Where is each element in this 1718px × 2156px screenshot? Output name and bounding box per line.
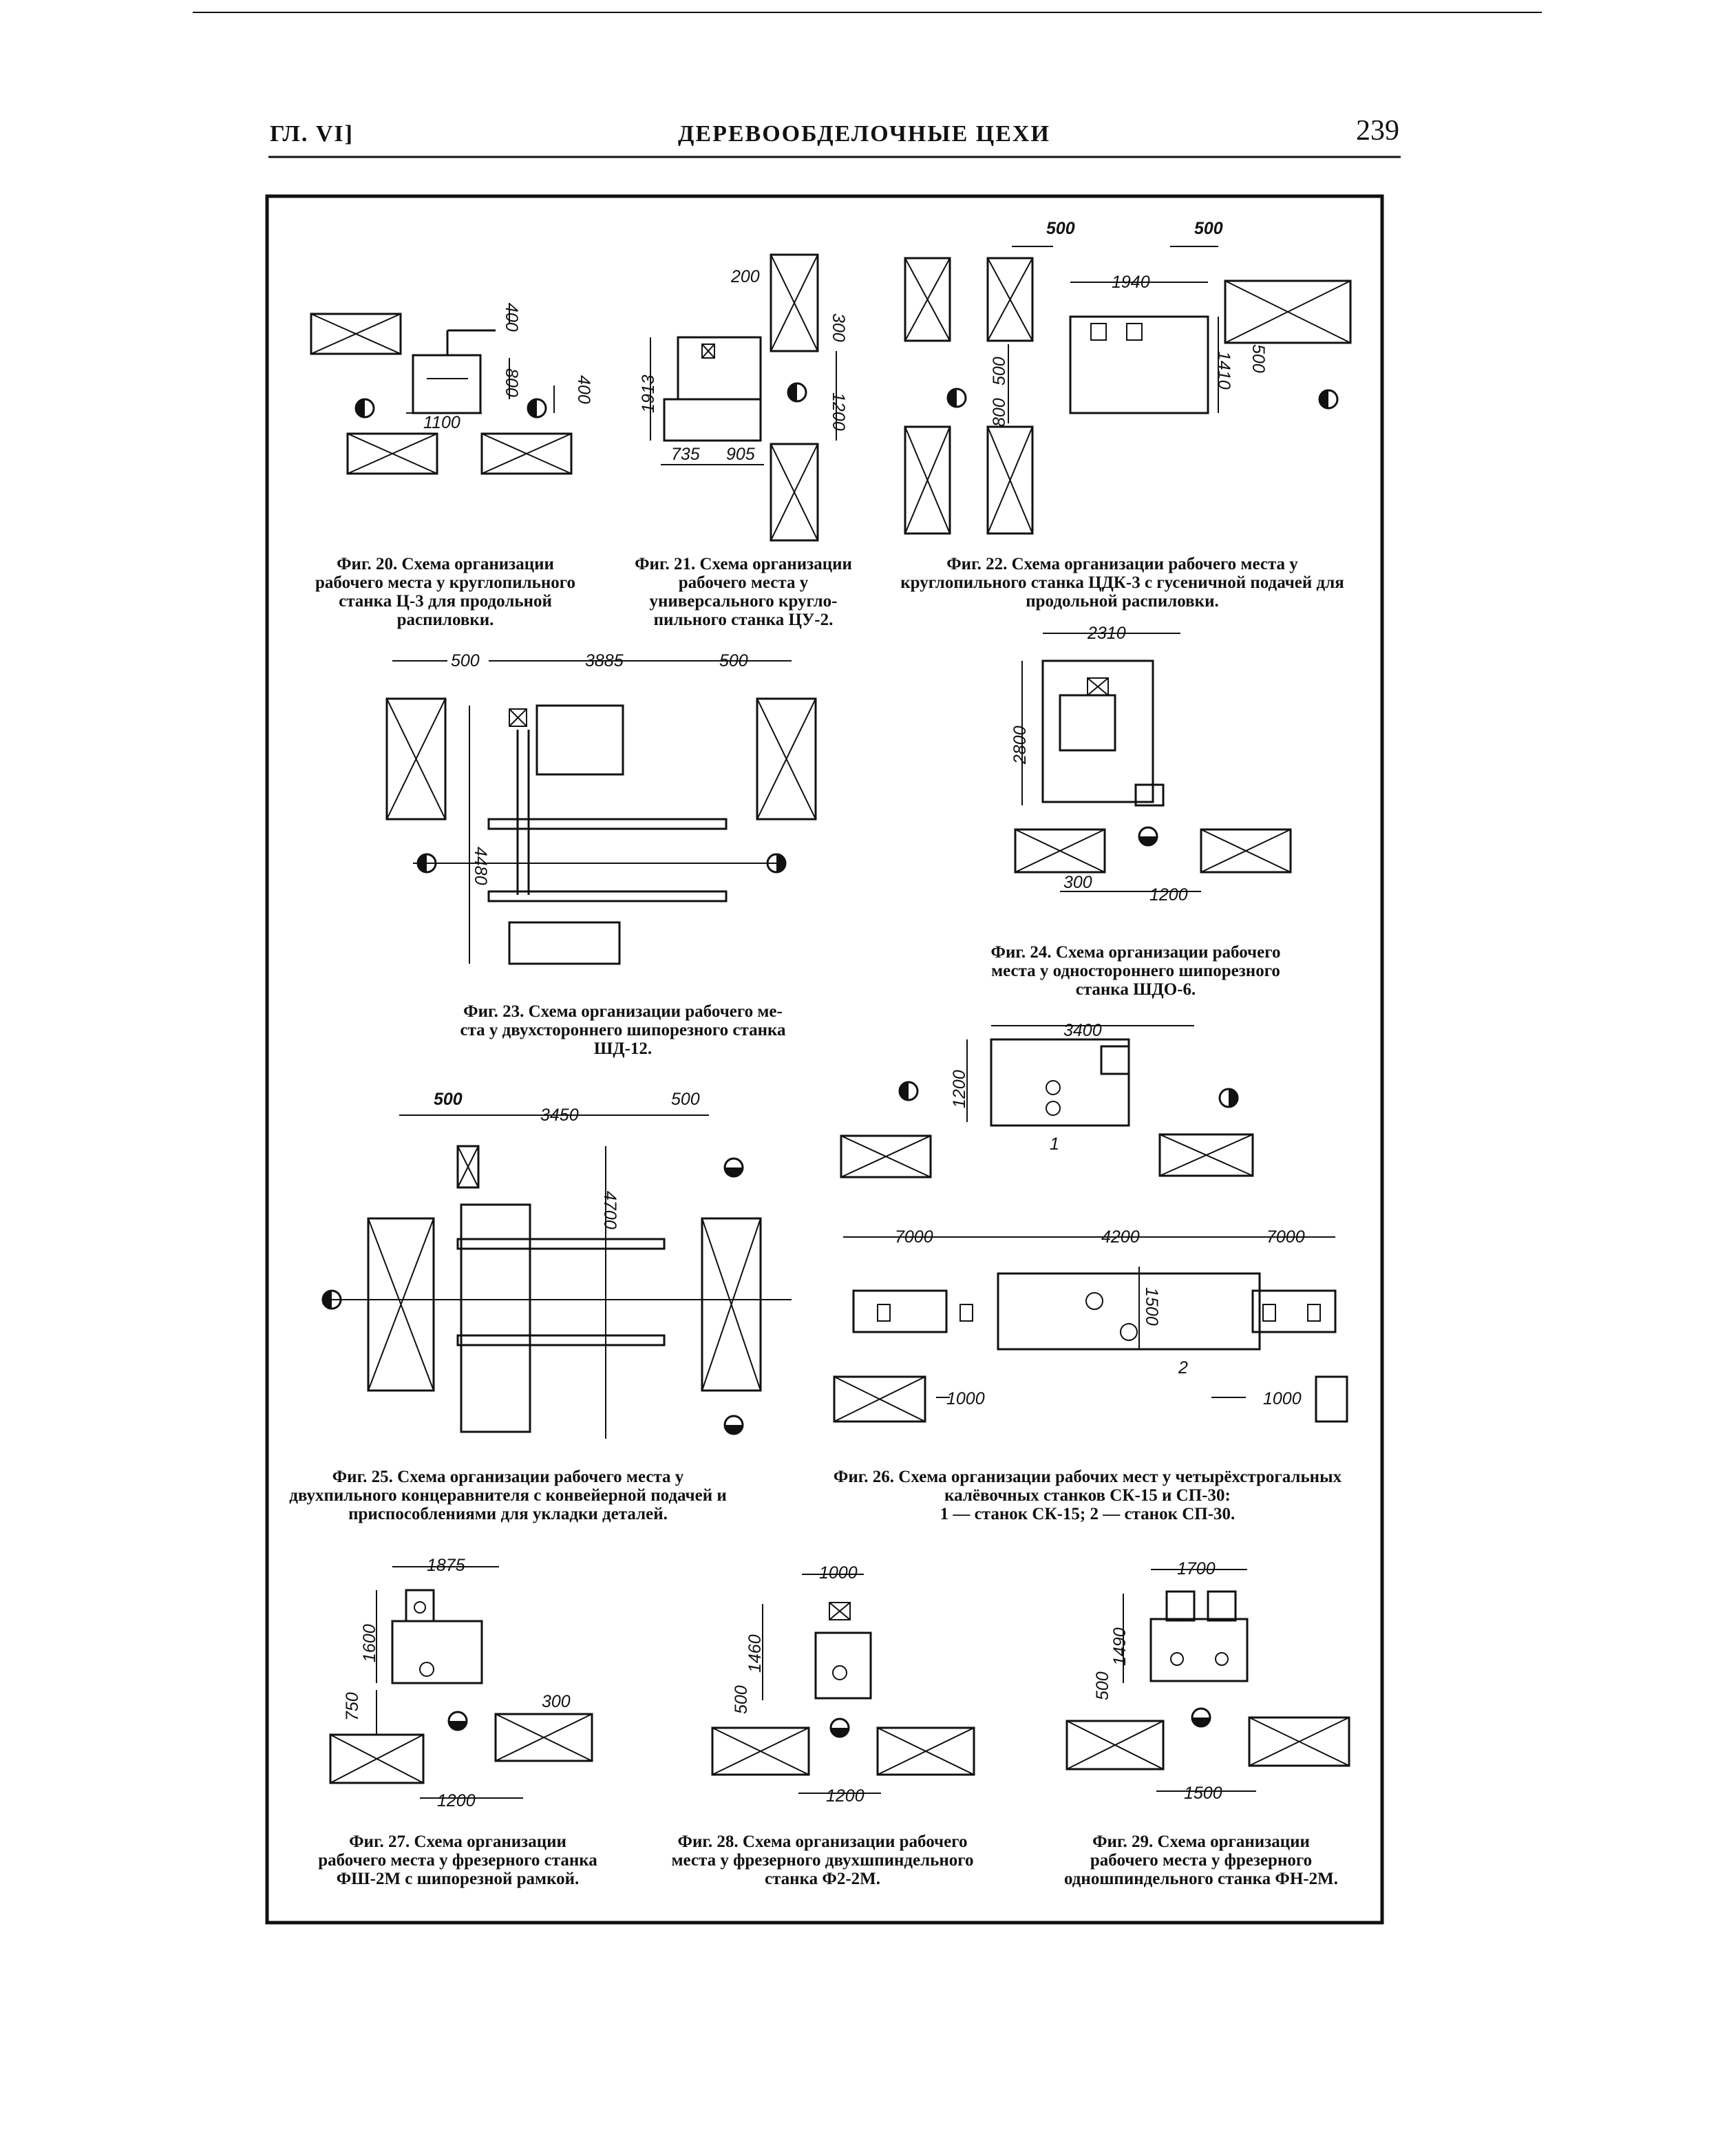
- fig25-dim-500b: 500: [671, 1090, 700, 1109]
- fig26-dim-1000a: 1000: [946, 1389, 985, 1408]
- fig28-dim-1200: 1200: [826, 1786, 865, 1806]
- fig21-drawing: 200 300 1913 1200 735 905: [639, 253, 848, 542]
- fig27-drawing: 1875 1600 750 300 1200: [329, 1556, 593, 1810]
- fig29-dim-500: 500: [1093, 1671, 1112, 1700]
- fig26-dim-1200: 1200: [950, 1070, 969, 1108]
- fig28-dim-1000: 1000: [819, 1563, 858, 1583]
- fig26-label-1: 1: [1050, 1134, 1059, 1154]
- fig27-dim-1875: 1875: [427, 1556, 465, 1575]
- fig26-caption-line1: Фиг. 26. Схема организации рабочих мест …: [833, 1468, 1342, 1505]
- fig26-dim-4200: 4200: [1101, 1227, 1140, 1247]
- fig27-dim-1600: 1600: [360, 1624, 379, 1662]
- figures-frame: [265, 194, 1384, 1925]
- fig23-drawing: 500 3885 500 4480: [385, 651, 817, 965]
- fig26-drawing: 3400 1200 1 7000 4200 7000 1500 2 1000 1…: [833, 1021, 1348, 1423]
- fig26-dim-1000b: 1000: [1263, 1389, 1302, 1408]
- fig28-dim-500: 500: [732, 1685, 751, 1714]
- fig23-caption: Фиг. 23. Схема организации рабочего ме­с…: [460, 1002, 786, 1058]
- fig28-drawing: 1000 1460 500 1200: [711, 1563, 975, 1806]
- fig26-caption-line2: 1 — станок СК-15; 2 — станок СП-30.: [940, 1505, 1236, 1523]
- fig22-dim-500c: 500: [990, 357, 1009, 385]
- fig25-dim-3450: 3450: [540, 1106, 579, 1125]
- fig26-dim-1500: 1500: [1142, 1287, 1161, 1326]
- fig23-dim-3885: 3885: [585, 651, 624, 670]
- page-number: 239: [1356, 115, 1399, 147]
- fig29-caption: Фиг. 29. Схема организа­ции рабочего мес…: [1064, 1832, 1338, 1888]
- fig27-caption: Фиг. 27. Схема организации рабочего мест…: [318, 1832, 597, 1888]
- fig22-drawing: 500 500 1940 500 1410 500 800: [904, 219, 1352, 535]
- fig23-dim-500b: 500: [719, 651, 748, 670]
- fig25-drawing: 500 3450 500 4700: [321, 1090, 792, 1439]
- fig20-dim-1100: 1100: [423, 413, 460, 432]
- fig25-caption: Фиг. 25. Схема организации рабочего мест…: [289, 1468, 727, 1523]
- fig25-dim-500a: 500: [434, 1090, 463, 1109]
- chapter-label: ГЛ. VI]: [270, 121, 354, 147]
- fig24-caption: Фиг. 24. Схема организации рабочего мест…: [990, 943, 1281, 999]
- fig22-dim-1410: 1410: [1214, 351, 1233, 390]
- page-title: ДЕРЕВООБДЕЛОЧНЫЕ ЦЕХИ: [678, 121, 1050, 147]
- fig24-dim-300: 300: [1063, 873, 1092, 892]
- fig21-dim-1200: 1200: [829, 392, 848, 431]
- fig26-dim-3400: 3400: [1063, 1021, 1102, 1040]
- fig29-dim-1500: 1500: [1184, 1784, 1222, 1803]
- fig26-dim-7000b: 7000: [1266, 1227, 1305, 1247]
- fig23-dim-4480: 4480: [471, 847, 490, 885]
- fig20-dim-800: 800: [502, 368, 521, 397]
- fig20-dim-400a: 400: [502, 303, 521, 332]
- fig21-dim-1913: 1913: [639, 374, 658, 413]
- fig22-dim-500a: 500: [1046, 219, 1075, 238]
- fig20-drawing: 400 800 400 1100: [310, 303, 593, 475]
- fig24-dim-1200: 1200: [1149, 885, 1188, 905]
- fig22-dim-800: 800: [990, 398, 1009, 427]
- fig29-dim-1490: 1490: [1110, 1627, 1130, 1666]
- fig20-caption: Фиг. 20. Схема организации рабочего мест…: [315, 555, 575, 629]
- fig29-dim-1700: 1700: [1177, 1559, 1216, 1578]
- fig20-dim-400b: 400: [574, 375, 593, 404]
- fig23-dim-500a: 500: [451, 651, 480, 670]
- fig22-dim-500b: 500: [1194, 219, 1223, 238]
- fig21-caption: Фиг. 21. Схема органи­зации рабочего мес…: [635, 555, 852, 629]
- fig26-dim-7000a: 7000: [895, 1227, 933, 1247]
- fig29-drawing: 1700 1490 500 1500: [1065, 1559, 1350, 1803]
- fig24-dim-2800: 2800: [1010, 726, 1030, 765]
- fig27-dim-750: 750: [343, 1692, 362, 1721]
- fig21-dim-905: 905: [726, 445, 755, 464]
- fig28-dim-1460: 1460: [745, 1634, 765, 1673]
- fig26-label-2: 2: [1178, 1358, 1188, 1377]
- fig27-dim-1200: 1200: [437, 1791, 476, 1810]
- fig28-caption: Фиг. 28. Схема организации рабочего мест…: [671, 1832, 974, 1888]
- fig22-dim-1940: 1940: [1112, 273, 1150, 292]
- fig25-dim-4700: 4700: [600, 1191, 619, 1229]
- fig21-dim-300: 300: [829, 313, 848, 342]
- fig24-dim-2310: 2310: [1087, 624, 1126, 643]
- fig22-dim-500d: 500: [1249, 344, 1268, 373]
- fig21-dim-735: 735: [671, 445, 700, 464]
- fig24-drawing: 2310 2800 300 1200: [1010, 624, 1292, 905]
- fig22-caption: Фиг. 22. Схема организации рабочего мест…: [900, 555, 1344, 611]
- fig27-dim-300: 300: [542, 1692, 571, 1711]
- fig21-dim-200: 200: [730, 267, 760, 286]
